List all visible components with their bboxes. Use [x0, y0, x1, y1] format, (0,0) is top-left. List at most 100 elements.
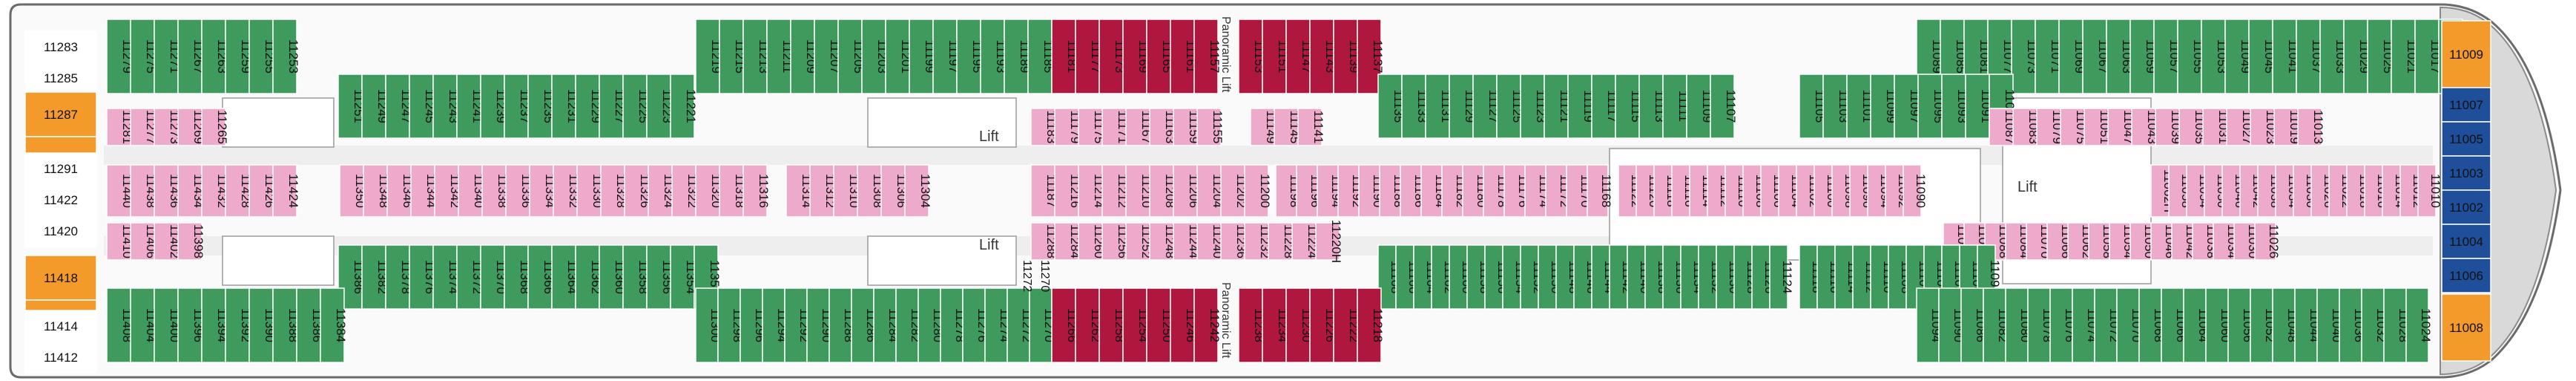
cabin-11023[interactable]: 11023 [2250, 108, 2278, 146]
cabin-11189[interactable]: 11189 [1004, 19, 1032, 94]
cabin-11094[interactable]: 11094 [1867, 164, 1892, 218]
cabin-11398[interactable]: 11398 [177, 222, 205, 261]
cabin-11131[interactable]: 11131 [1425, 74, 1453, 139]
cabin-11259[interactable]: 11259 [225, 19, 253, 94]
lift-label-right: Lift [2017, 179, 2038, 195]
cabin-number: 11005 [2449, 132, 2483, 146]
cabin-11218[interactable]: 11218 [1357, 287, 1385, 363]
cabin-11007[interactable]: 11007 [2441, 87, 2491, 123]
cabin-11291[interactable]: 11291 [24, 152, 97, 185]
cabin-11197[interactable]: 11197 [932, 19, 961, 94]
cabin-11203[interactable]: 11203 [861, 19, 889, 94]
cabin-11060[interactable]: 11060 [2205, 287, 2233, 363]
cabin-11200[interactable]: 11200 [1244, 164, 1272, 218]
cabin-11428[interactable]: 11428 [225, 164, 253, 218]
cabin-11064[interactable]: 11064 [2183, 287, 2210, 363]
cabin-11004[interactable]: 11004 [2441, 224, 2491, 259]
cabin-11266[interactable]: 11266 [1051, 287, 1079, 363]
cabin-11086[interactable]: 11086 [1960, 287, 1988, 363]
cabin-11283[interactable]: 11283 [24, 30, 97, 63]
cabin-11063[interactable]: 11063 [2106, 19, 2134, 94]
cabin-11287[interactable]: 11287 [24, 91, 97, 137]
cabin-11010[interactable]: 11010 [2417, 164, 2442, 218]
cabin-11352[interactable]: 11352 [694, 244, 722, 310]
cabin-11006[interactable]: 11006 [2441, 258, 2491, 293]
cabin-11173[interactable]: 11173 [1098, 19, 1127, 94]
cabin-11070[interactable]: 11070 [2026, 222, 2052, 261]
cabin-11153[interactable]: 11153 [1238, 19, 1266, 94]
cabin-11111[interactable]: 11111 [1662, 74, 1690, 139]
cabin-11227[interactable]: 11227 [599, 74, 627, 139]
cabin-11094[interactable]: 11094 [1916, 287, 1943, 363]
cabin-11143[interactable]: 11143 [1309, 19, 1337, 94]
cabin-11107[interactable]: 11107 [1710, 74, 1738, 139]
cabin-11157[interactable]: 11157 [1193, 19, 1222, 94]
cabin-11432[interactable]: 11432 [201, 164, 229, 218]
cabin-11024[interactable]: 11024 [2405, 287, 2433, 363]
cabin-11424[interactable]: 11424 [272, 164, 300, 218]
cabin-11308[interactable]: 11308 [857, 164, 885, 218]
cabin-11422[interactable]: 11422 [24, 183, 97, 216]
cabin-11282[interactable]: 11282 [895, 287, 923, 363]
cabin-11168[interactable]: 11168 [1587, 164, 1613, 218]
cabin-11190[interactable]: 11190 [1358, 164, 1385, 218]
cabin-11056[interactable]: 11056 [2227, 287, 2255, 363]
cabin-11073[interactable]: 11073 [2011, 19, 2039, 94]
cabin-11265[interactable]: 11265 [201, 108, 229, 146]
cabin-11304[interactable]: 11304 [904, 164, 932, 218]
cabin-11003[interactable]: 11003 [2441, 155, 2491, 191]
cabin-11332[interactable]: 11332 [553, 164, 581, 218]
cabin-11288[interactable]: 11288 [1030, 222, 1058, 261]
cabin-11005[interactable]: 11005 [2441, 121, 2491, 157]
cabin-11279[interactable]: 11279 [106, 19, 134, 94]
cabin-11247[interactable]: 11247 [385, 74, 413, 139]
cabin-11253[interactable]: 11253 [272, 19, 300, 94]
cabin-11292[interactable]: 11292 [784, 287, 811, 363]
cabin-11418[interactable]: 11418 [24, 255, 97, 301]
cabin-11384[interactable]: 11384 [320, 287, 348, 363]
cabin-11057[interactable]: 11057 [2153, 19, 2181, 94]
cabin-11342[interactable]: 11342 [434, 164, 462, 218]
cabin-11141[interactable]: 11141 [1297, 108, 1325, 146]
cabin-11220H[interactable]: 11220H [1315, 220, 1343, 263]
cabin-11438[interactable]: 11438 [130, 164, 158, 218]
cabin-11193[interactable]: 11193 [980, 19, 1008, 94]
cabin-11002[interactable]: 11002 [2441, 189, 2491, 225]
cabin-number: 11124 [1780, 261, 1794, 294]
cabin-11262[interactable]: 11262 [1075, 287, 1103, 363]
cabin-11408[interactable]: 11408 [106, 287, 134, 363]
cabin-11209[interactable]: 11209 [790, 19, 818, 94]
cabin-11124[interactable]: 11124 [1769, 244, 1794, 310]
cabin-11155[interactable]: 11155 [1196, 108, 1225, 146]
cabin-11414[interactable]: 11414 [24, 310, 97, 342]
cabin-11137[interactable]: 11137 [1357, 19, 1385, 94]
cabin-11072[interactable]: 11072 [2094, 287, 2121, 363]
cabin-11013[interactable]: 11013 [2297, 108, 2325, 146]
cabin-11285[interactable]: 11285 [24, 62, 97, 94]
cabin-11242[interactable]: 11242 [1193, 287, 1222, 363]
cabin-11420[interactable]: 11420 [24, 215, 97, 247]
cabin-number: 11283 [44, 40, 78, 54]
cabin-11066[interactable]: 11066 [2161, 287, 2188, 363]
cabin-11184[interactable]: 11184 [1420, 164, 1447, 218]
cabin-11079[interactable]: 11079 [2036, 108, 2064, 146]
cabin-11211[interactable]: 11211 [766, 19, 794, 94]
cabin-11181[interactable]: 11181 [1051, 19, 1079, 94]
cabin-11221[interactable]: 11221 [670, 74, 698, 139]
cabin-11364[interactable]: 11364 [551, 244, 579, 310]
cabin-11026[interactable]: 11026 [2254, 222, 2281, 261]
cabin-11188[interactable]: 11188 [1379, 164, 1406, 218]
cabin-11009[interactable]: 11009 [2441, 20, 2491, 88]
cabin-11176[interactable]: 11176 [1503, 164, 1530, 218]
cabin-11412[interactable]: 11412 [24, 341, 97, 374]
cabin-11358[interactable]: 11358 [622, 244, 650, 310]
cabin-11008[interactable]: 11008 [2441, 293, 2491, 362]
cabin-11226[interactable]: 11226 [1309, 287, 1337, 363]
cabin-number: 11418 [44, 271, 78, 285]
cabin-11090[interactable]: 11090 [1903, 164, 1928, 218]
cabin-11316[interactable]: 11316 [742, 164, 771, 218]
cabin-11249[interactable]: 11249 [361, 74, 389, 139]
cabin-11074[interactable]: 11074 [2072, 287, 2099, 363]
cabin-11241[interactable]: 11241 [456, 74, 484, 139]
